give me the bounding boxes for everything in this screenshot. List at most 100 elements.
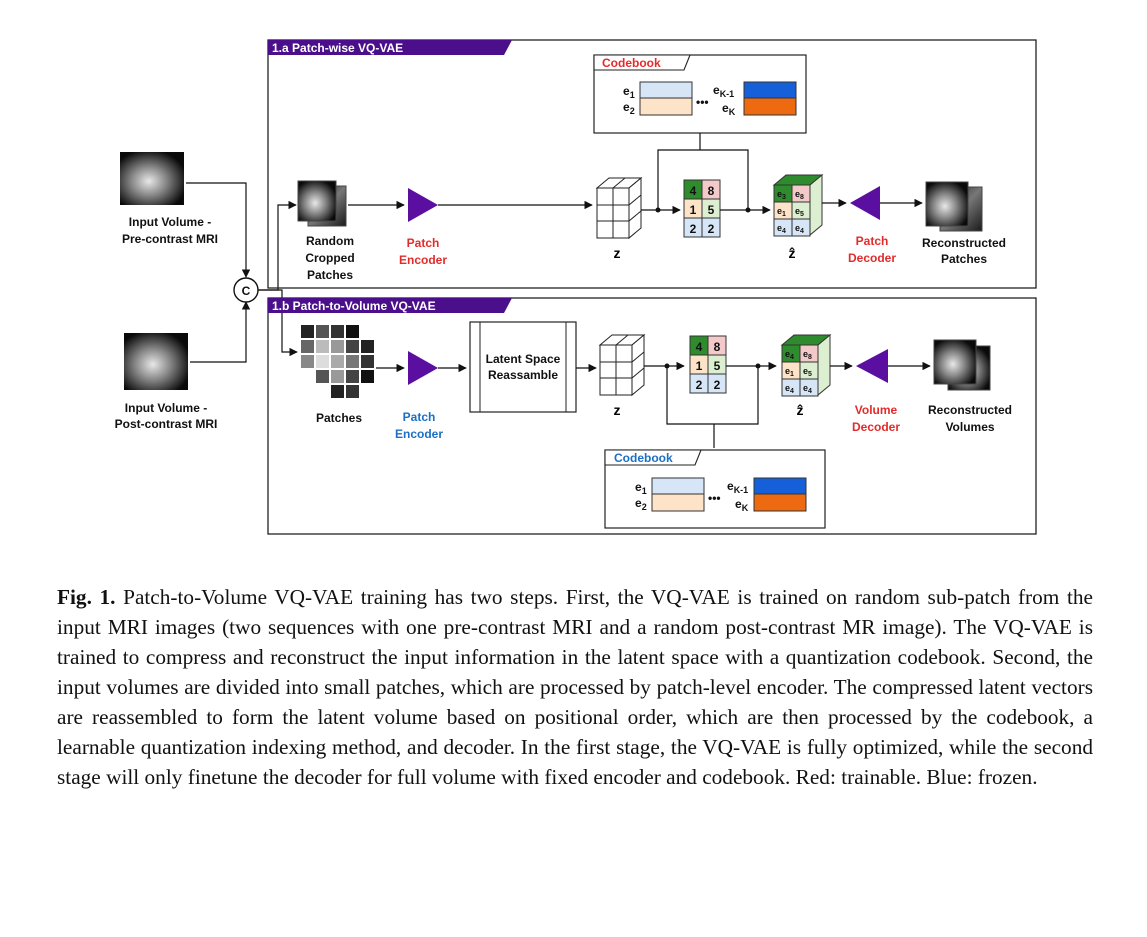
latent-z-a — [595, 176, 643, 240]
index-grid-b: 4 8 1 5 2 2 — [689, 335, 727, 394]
svg-text:e1: e1 — [785, 366, 794, 378]
codebook-a-title: Codebook — [602, 56, 661, 70]
svg-text:1: 1 — [690, 203, 697, 217]
panel-a: 1.a Patch-wise VQ-VAE Codebook e1 e2 eK-… — [267, 39, 1037, 289]
svg-text:e2: e2 — [635, 496, 647, 512]
svg-text:1: 1 — [696, 359, 703, 373]
index-grid-a: 4 8 1 5 2 2 — [683, 179, 721, 238]
arrow-concat-to-panel-a — [258, 200, 297, 291]
output-a-label-2: Patches — [941, 252, 987, 266]
patch-encoder-b — [408, 351, 438, 385]
svg-text:e8: e8 — [795, 189, 804, 201]
panel-a-frame — [267, 39, 1037, 289]
svg-text:4: 4 — [690, 184, 697, 198]
svg-text:e2: e2 — [623, 100, 635, 116]
input-pre-label-2: Pre-contrast MRI — [122, 232, 218, 246]
input-pre-label-1: Input Volume - — [129, 215, 211, 229]
svg-text:2: 2 — [708, 222, 715, 236]
svg-text:e1: e1 — [777, 206, 786, 218]
concat-symbol: C — [242, 284, 251, 298]
svg-text:e4: e4 — [785, 383, 794, 395]
svg-text:e4: e4 — [803, 383, 812, 395]
encoder-a-label-1: Patch — [407, 236, 440, 250]
svg-text:e4: e4 — [795, 223, 804, 235]
codebook-a-dots: ••• — [696, 95, 709, 109]
panel-b-banner — [268, 298, 512, 313]
decoder-b-label-2: Decoder — [852, 420, 900, 434]
panel-a-title: 1.a Patch-wise VQ-VAE — [272, 41, 403, 55]
svg-text:eK: eK — [735, 497, 749, 513]
input-post-label-2: Post-contrast MRI — [115, 417, 218, 431]
z-a-label: z — [614, 245, 621, 261]
svg-text:eK: eK — [722, 101, 736, 117]
svg-text:e5: e5 — [803, 366, 812, 378]
encoder-b-label-2: Encoder — [395, 427, 443, 441]
decoder-a-label-2: Decoder — [848, 251, 896, 265]
output-b-label-2: Volumes — [945, 420, 994, 434]
svg-text:e5: e5 — [795, 206, 804, 218]
input-pre-contrast: Input Volume - Pre-contrast MRI — [120, 152, 218, 246]
caption-fig-label: Fig. 1. — [57, 585, 116, 609]
patches-a-label-2: Cropped — [305, 251, 354, 265]
patch-decoder-a — [850, 186, 880, 220]
reconstructed-volumes — [933, 339, 991, 391]
codebook-b: Codebook e1 e2 eK-1 eK ••• — [604, 449, 826, 529]
output-b-label-1: Reconstructed — [928, 403, 1012, 417]
latent-z-b — [598, 333, 646, 397]
quantized-cube-b: e4 e8 e1 e5 e4 e4 — [780, 333, 832, 397]
svg-text:e4: e4 — [785, 349, 794, 361]
codebook-a: Codebook e1 e2 eK-1 eK ••• — [593, 54, 807, 134]
quantized-cube-a: e3 e8 e1 e5 e4 e4 — [772, 173, 824, 237]
mri-image-post — [124, 333, 188, 390]
caption-text: Patch-to-Volume VQ-VAE training has two … — [57, 585, 1093, 789]
patches-a-label-1: Random — [306, 234, 354, 248]
svg-text:e4: e4 — [777, 223, 786, 235]
svg-text:8: 8 — [708, 184, 715, 198]
arrow-pre-to-concat — [186, 182, 251, 278]
arrow-post-to-concat — [190, 301, 251, 363]
patch-encoder-a — [408, 188, 438, 222]
svg-text:2: 2 — [690, 222, 697, 236]
figure-diagram: Input Volume - Pre-contrast MRI Input Vo… — [115, 39, 1037, 535]
svg-text:2: 2 — [714, 378, 721, 392]
svg-text:8: 8 — [714, 340, 721, 354]
encoder-b-label-1: Patch — [403, 410, 436, 424]
panel-b-frame — [267, 297, 1037, 535]
svg-text:4: 4 — [696, 340, 703, 354]
decoder-b-label-1: Volume — [855, 403, 898, 417]
arrow-concat-to-panel-b — [258, 289, 298, 357]
svg-text:2: 2 — [696, 378, 703, 392]
latent-space-reassemble: Latent Space Reassamble — [469, 321, 577, 413]
svg-text:eK-1: eK-1 — [727, 479, 748, 495]
figure-caption: Fig. 1. Patch-to-Volume VQ-VAE training … — [57, 582, 1093, 792]
patches-b-label: Patches — [316, 411, 362, 425]
volume-decoder-b — [856, 349, 888, 383]
svg-text:e3: e3 — [777, 189, 786, 201]
svg-text:e1: e1 — [623, 84, 635, 100]
decoder-a-label-1: Patch — [856, 234, 889, 248]
svg-text:5: 5 — [708, 203, 715, 217]
svg-text:Latent Space: Latent Space — [486, 352, 561, 366]
output-a-label-1: Reconstructed — [922, 236, 1006, 250]
z-b-label: z — [614, 402, 621, 418]
zhat-a-label: ẑ — [789, 245, 796, 261]
patches-grid — [301, 325, 374, 398]
encoder-a-label-2: Encoder — [399, 253, 447, 267]
patches-a-label-3: Patches — [307, 268, 353, 282]
svg-text:Reassamble: Reassamble — [488, 368, 558, 382]
svg-text:5: 5 — [714, 359, 721, 373]
mri-image-pre — [120, 152, 184, 205]
input-post-label-1: Input Volume - — [125, 401, 207, 415]
input-post-contrast: Input Volume - Post-contrast MRI — [115, 333, 218, 431]
codebook-b-title: Codebook — [614, 451, 673, 465]
panel-a-banner — [268, 40, 512, 55]
zhat-b-label: ẑ — [797, 402, 804, 418]
random-cropped-patches — [297, 180, 347, 227]
panel-b: 1.b Patch-to-Volume VQ-VAE Patches Patch… — [267, 297, 1037, 535]
svg-text:eK-1: eK-1 — [713, 83, 734, 99]
codebook-b-dots: ••• — [708, 491, 721, 505]
reconstructed-patches — [925, 181, 983, 232]
svg-text:e1: e1 — [635, 480, 647, 496]
svg-text:e8: e8 — [803, 349, 812, 361]
panel-b-title: 1.b Patch-to-Volume VQ-VAE — [272, 299, 436, 313]
